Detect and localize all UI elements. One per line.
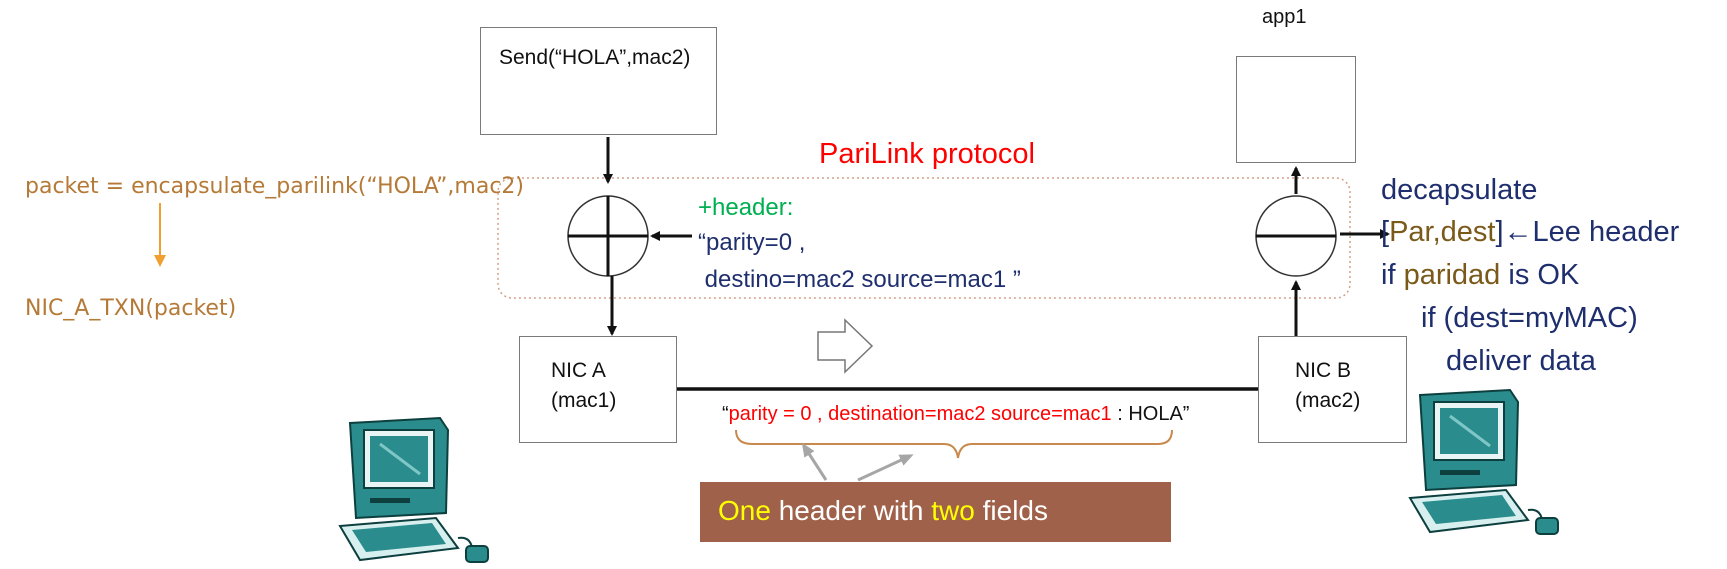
nic-a-box: NIC A (mac1) [519, 336, 677, 443]
lee-header-text: ←Lee header [1503, 216, 1680, 248]
callout-text: One header with two fields [718, 495, 1048, 527]
header-note-line1: “parity=0 , [698, 229, 806, 256]
if-keyword: if [1381, 259, 1404, 291]
send-label: Send(“HOLA”,mac2) [499, 46, 691, 69]
callout-word-one: One [718, 495, 771, 526]
app1-box [1236, 56, 1356, 163]
callout-pointer-1 [801, 442, 828, 481]
frame-open-quote: “ [722, 403, 729, 425]
callout-word-fields: fields [974, 495, 1048, 526]
nic-a-mac: (mac1) [551, 389, 617, 412]
app1-label: app1 [1262, 6, 1307, 28]
deliver-data-line: deliver data [1446, 345, 1596, 377]
is-ok-text: is OK [1500, 259, 1580, 291]
nic-b-name: NIC B [1295, 359, 1352, 382]
encapsulate-code-line: packet = encapsulate_parilink(“HOLA”,mac… [25, 174, 525, 199]
read-header-line: [Par,dest]←Lee header [1381, 216, 1679, 249]
frame-text: “parity = 0 , destination=mac2 source=ma… [722, 403, 1190, 426]
parity-check-line: if paridad is OK [1381, 259, 1579, 292]
header-brace [735, 429, 1173, 459]
protocol-region [497, 177, 1351, 299]
callout-word-two: two [931, 495, 975, 526]
paridad-word: paridad [1403, 259, 1501, 291]
bracket-close: ] [1495, 216, 1504, 248]
comma: , [1432, 216, 1441, 248]
computer-right-icon [1408, 388, 1559, 535]
direction-arrow-icon [817, 318, 874, 374]
computer-left-icon [338, 416, 489, 563]
decapsulate-minus-icon [1255, 195, 1337, 277]
send-box: Send(“HOLA”,mac2) [480, 27, 717, 135]
dest-check-line: if (dest=myMAC) [1421, 302, 1638, 334]
par-field: Par [1389, 216, 1433, 248]
nic-b-box: NIC B (mac2) [1258, 336, 1407, 443]
nic-b-mac: (mac2) [1295, 389, 1361, 412]
nic-txn-code-line: NIC_A_TXN(packet) [25, 296, 237, 321]
protocol-title: PariLink protocol [819, 138, 1035, 170]
frame-header-text: parity = 0 , destination=mac2 source=mac… [728, 403, 1112, 425]
decapsulate-line: decapsulate [1381, 174, 1538, 206]
callout-pointer-2 [857, 454, 914, 482]
callout-box: One header with two fields [700, 482, 1171, 542]
header-note-line2: destino=mac2 source=mac1 ” [698, 266, 1021, 293]
dest-field: dest [1440, 216, 1496, 248]
encapsulate-plus-icon [567, 195, 649, 277]
nic-a-name: NIC A [551, 359, 606, 382]
frame-payload-text: : HOLA” [1111, 403, 1190, 425]
header-note-title: +header: [698, 194, 794, 221]
callout-word-header: header with [770, 495, 932, 526]
bracket-open: [ [1381, 216, 1390, 248]
